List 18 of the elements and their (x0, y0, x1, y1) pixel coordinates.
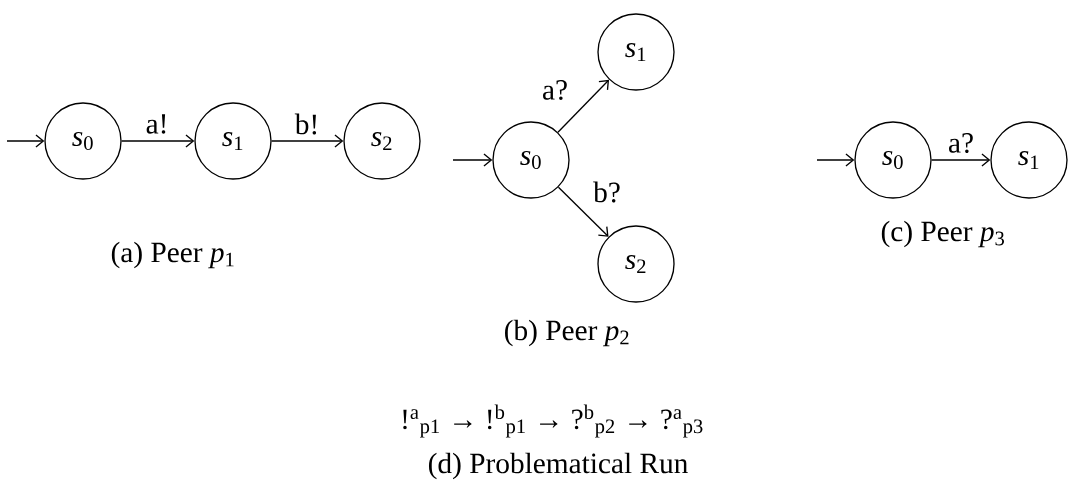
edge-label: a? (946, 131, 976, 155)
edge-label: b! (293, 112, 321, 136)
arrow (121, 134, 195, 148)
edge-label: b? (591, 180, 623, 204)
caption: (b) Peer p$_{2}$ (505, 319, 629, 347)
caption: (c) Peer p$_{3}$ (881, 220, 1004, 248)
arrow (931, 153, 991, 167)
caption: (d) Problematical Run (428, 452, 688, 480)
formula: !$^{a}$$_{p1}$ → !$^{b}$$_{p1}$ → ?$^{b}$$_{p2}$ → ?$^{a}$p3 (403, 404, 703, 438)
arrow (557, 79, 610, 133)
edge-label: a! (144, 112, 170, 136)
start-arrow (452, 153, 493, 167)
caption: (a) Peer p$_{1}$ (111, 241, 234, 269)
arrow (271, 134, 344, 148)
start-arrow (6, 134, 45, 148)
edge-label: a? (540, 78, 570, 102)
arrow (557, 186, 609, 237)
start-arrow (816, 153, 855, 167)
